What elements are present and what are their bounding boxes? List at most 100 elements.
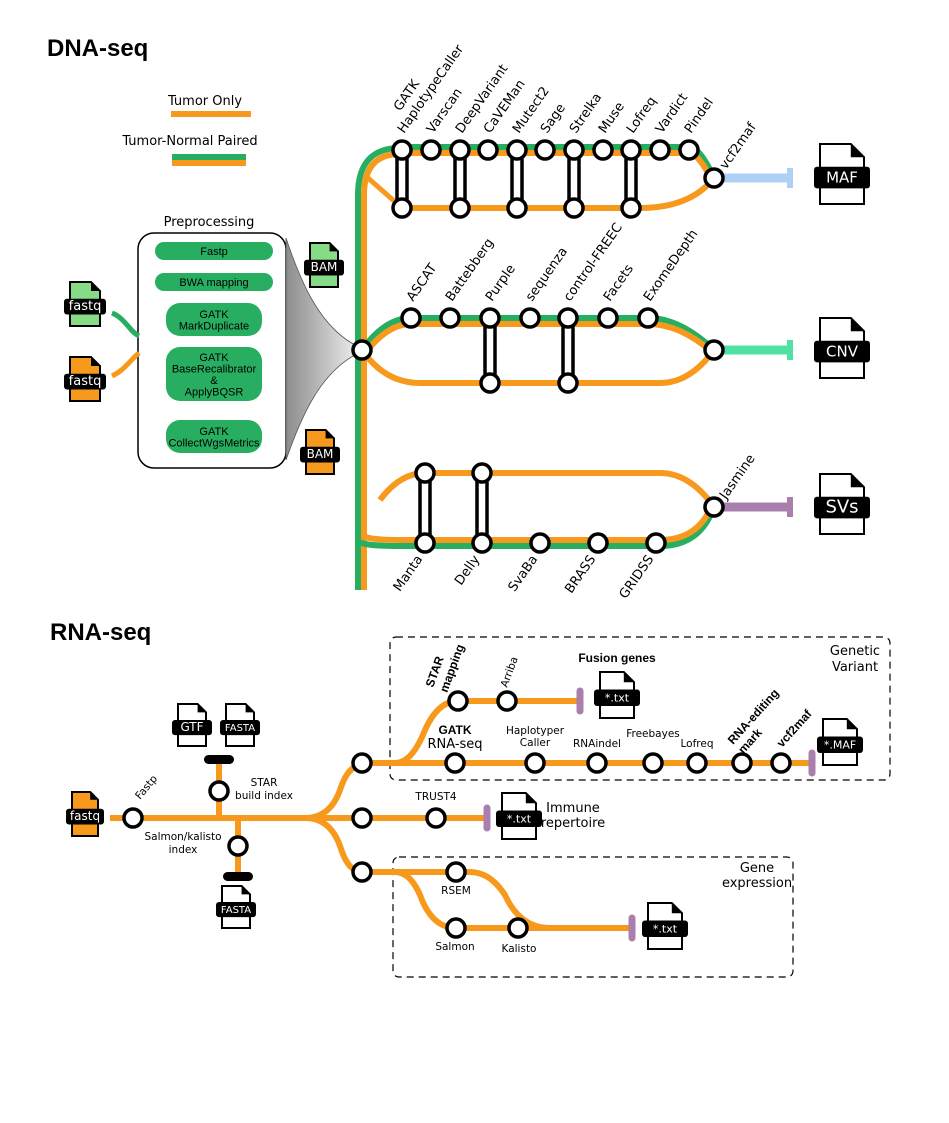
sv-tool-station <box>587 532 609 554</box>
cnv-tool-station <box>637 307 659 329</box>
legend-paired-label: Tumor-Normal Paired <box>121 134 257 149</box>
variant-tool-station <box>642 752 664 774</box>
preprocessing-step-pill <box>155 242 273 260</box>
file-label: BAM <box>307 447 334 461</box>
cnv-tool-station <box>519 307 541 329</box>
file-fold-icon <box>850 318 864 332</box>
station-node-bottom <box>563 197 585 219</box>
cnv-tool-station <box>597 307 619 329</box>
preprocessing-step-pill <box>166 303 262 336</box>
file-fold-icon <box>91 357 100 366</box>
dna-seq-title: DNA-seq <box>47 35 148 62</box>
fastq-green-file-icon: fastq <box>64 281 106 327</box>
genetic-variant-box <box>389 636 891 781</box>
snv-tool-station <box>420 139 442 161</box>
station-node-bottom <box>414 532 436 554</box>
salmon-kalisto-index-station <box>227 835 249 857</box>
file-fold-icon <box>850 144 864 158</box>
fasta-bottom-file-icon: FASTA <box>216 885 256 929</box>
cnv-paired-connector <box>479 307 501 394</box>
expression-branch-station <box>351 861 373 883</box>
fastq-green-link <box>110 310 141 339</box>
preprocessing-step-pill <box>155 273 273 291</box>
arriba-label: Arriba <box>499 655 521 689</box>
file-label: FASTA <box>221 905 251 916</box>
preprocessing-step-label: BWA mapping <box>179 277 248 289</box>
cnv-tool-label: ExomeDepth <box>641 227 701 304</box>
rna-seq-title: RNA-seq <box>50 619 151 646</box>
variant-tool-label: RNAindel <box>573 738 621 750</box>
snv-tool-station <box>477 139 499 161</box>
file-fold-icon <box>241 886 250 895</box>
preprocessing-step-pill <box>166 347 262 401</box>
snv-tool-station <box>649 139 671 161</box>
file-fold-icon <box>90 792 98 800</box>
branch-to-variant <box>304 762 363 821</box>
legend-paired-swatch-orange <box>172 160 246 166</box>
file-label-band <box>304 259 344 276</box>
kalisto-label: Kalisto <box>502 943 537 955</box>
star-mapping-station <box>447 690 469 712</box>
cnv-file-icon: CNV <box>814 317 870 379</box>
file-fold-icon <box>325 430 334 439</box>
trust4-station <box>425 807 447 829</box>
cnv-merge-station <box>703 339 725 361</box>
cnv-tool-station <box>439 307 461 329</box>
file-label-band <box>642 920 688 938</box>
arriba-station <box>496 690 518 712</box>
file-fold-icon <box>329 243 338 252</box>
file-fold-icon <box>850 474 864 488</box>
sv-tool-label: Delly <box>452 552 483 588</box>
station-node-top <box>449 139 471 161</box>
sv-tool-station <box>645 532 667 554</box>
cnv-tool-label: Facets <box>601 262 637 305</box>
file-label-band <box>814 340 870 363</box>
svs-file-icon: SVs <box>814 473 870 535</box>
variant-tool-station <box>524 752 546 774</box>
file-label-band <box>64 298 106 315</box>
rna-fastp-station <box>122 807 144 829</box>
preprocessing-title: Preprocessing <box>164 215 255 230</box>
snv-paired-connector <box>506 139 528 219</box>
file-label: *.txt <box>507 812 532 825</box>
station-node-top <box>471 462 493 484</box>
sv-tool-label: Manta <box>391 553 427 595</box>
file-label-band <box>66 808 104 825</box>
bam-orange-file-icon: BAM <box>300 429 340 475</box>
immune-branch-station <box>351 807 373 829</box>
salmon-label: Salmon <box>435 941 474 953</box>
snv-tool-station <box>534 139 556 161</box>
preprocessing-step-pill <box>166 420 262 453</box>
file-label: *.MAF <box>824 738 856 751</box>
variant-tool-label: Freebayes <box>626 728 680 740</box>
fusion-genes-title: Fusion genes <box>578 651 656 665</box>
gtf-file-icon: GTF <box>172 703 212 747</box>
station-node-top <box>391 139 413 161</box>
file-label-band <box>216 901 256 918</box>
sv-tool-station <box>529 532 551 554</box>
station-node-top <box>479 307 501 329</box>
legend-paired-swatch-green <box>172 154 246 160</box>
gatk-rnaseq-station <box>444 752 466 774</box>
rsem-station <box>445 861 467 883</box>
snv-paired-connector <box>449 139 471 219</box>
snv-tool-label: Lofreq <box>624 94 660 136</box>
snv-paired-connector <box>563 139 585 219</box>
rna-vcf2maf-label: vcf2maf <box>774 706 815 750</box>
file-label: fastq <box>70 809 100 823</box>
sv-tool-label: BRASS <box>562 553 599 597</box>
jasmine-station <box>703 496 725 518</box>
variant-tool-station <box>686 752 708 774</box>
jasmine-label: Jasmine <box>716 452 758 503</box>
legend-tumor-only-swatch <box>171 111 251 117</box>
sv-tool-label: SvaBa <box>506 553 542 595</box>
rna-editing-station <box>731 752 753 774</box>
